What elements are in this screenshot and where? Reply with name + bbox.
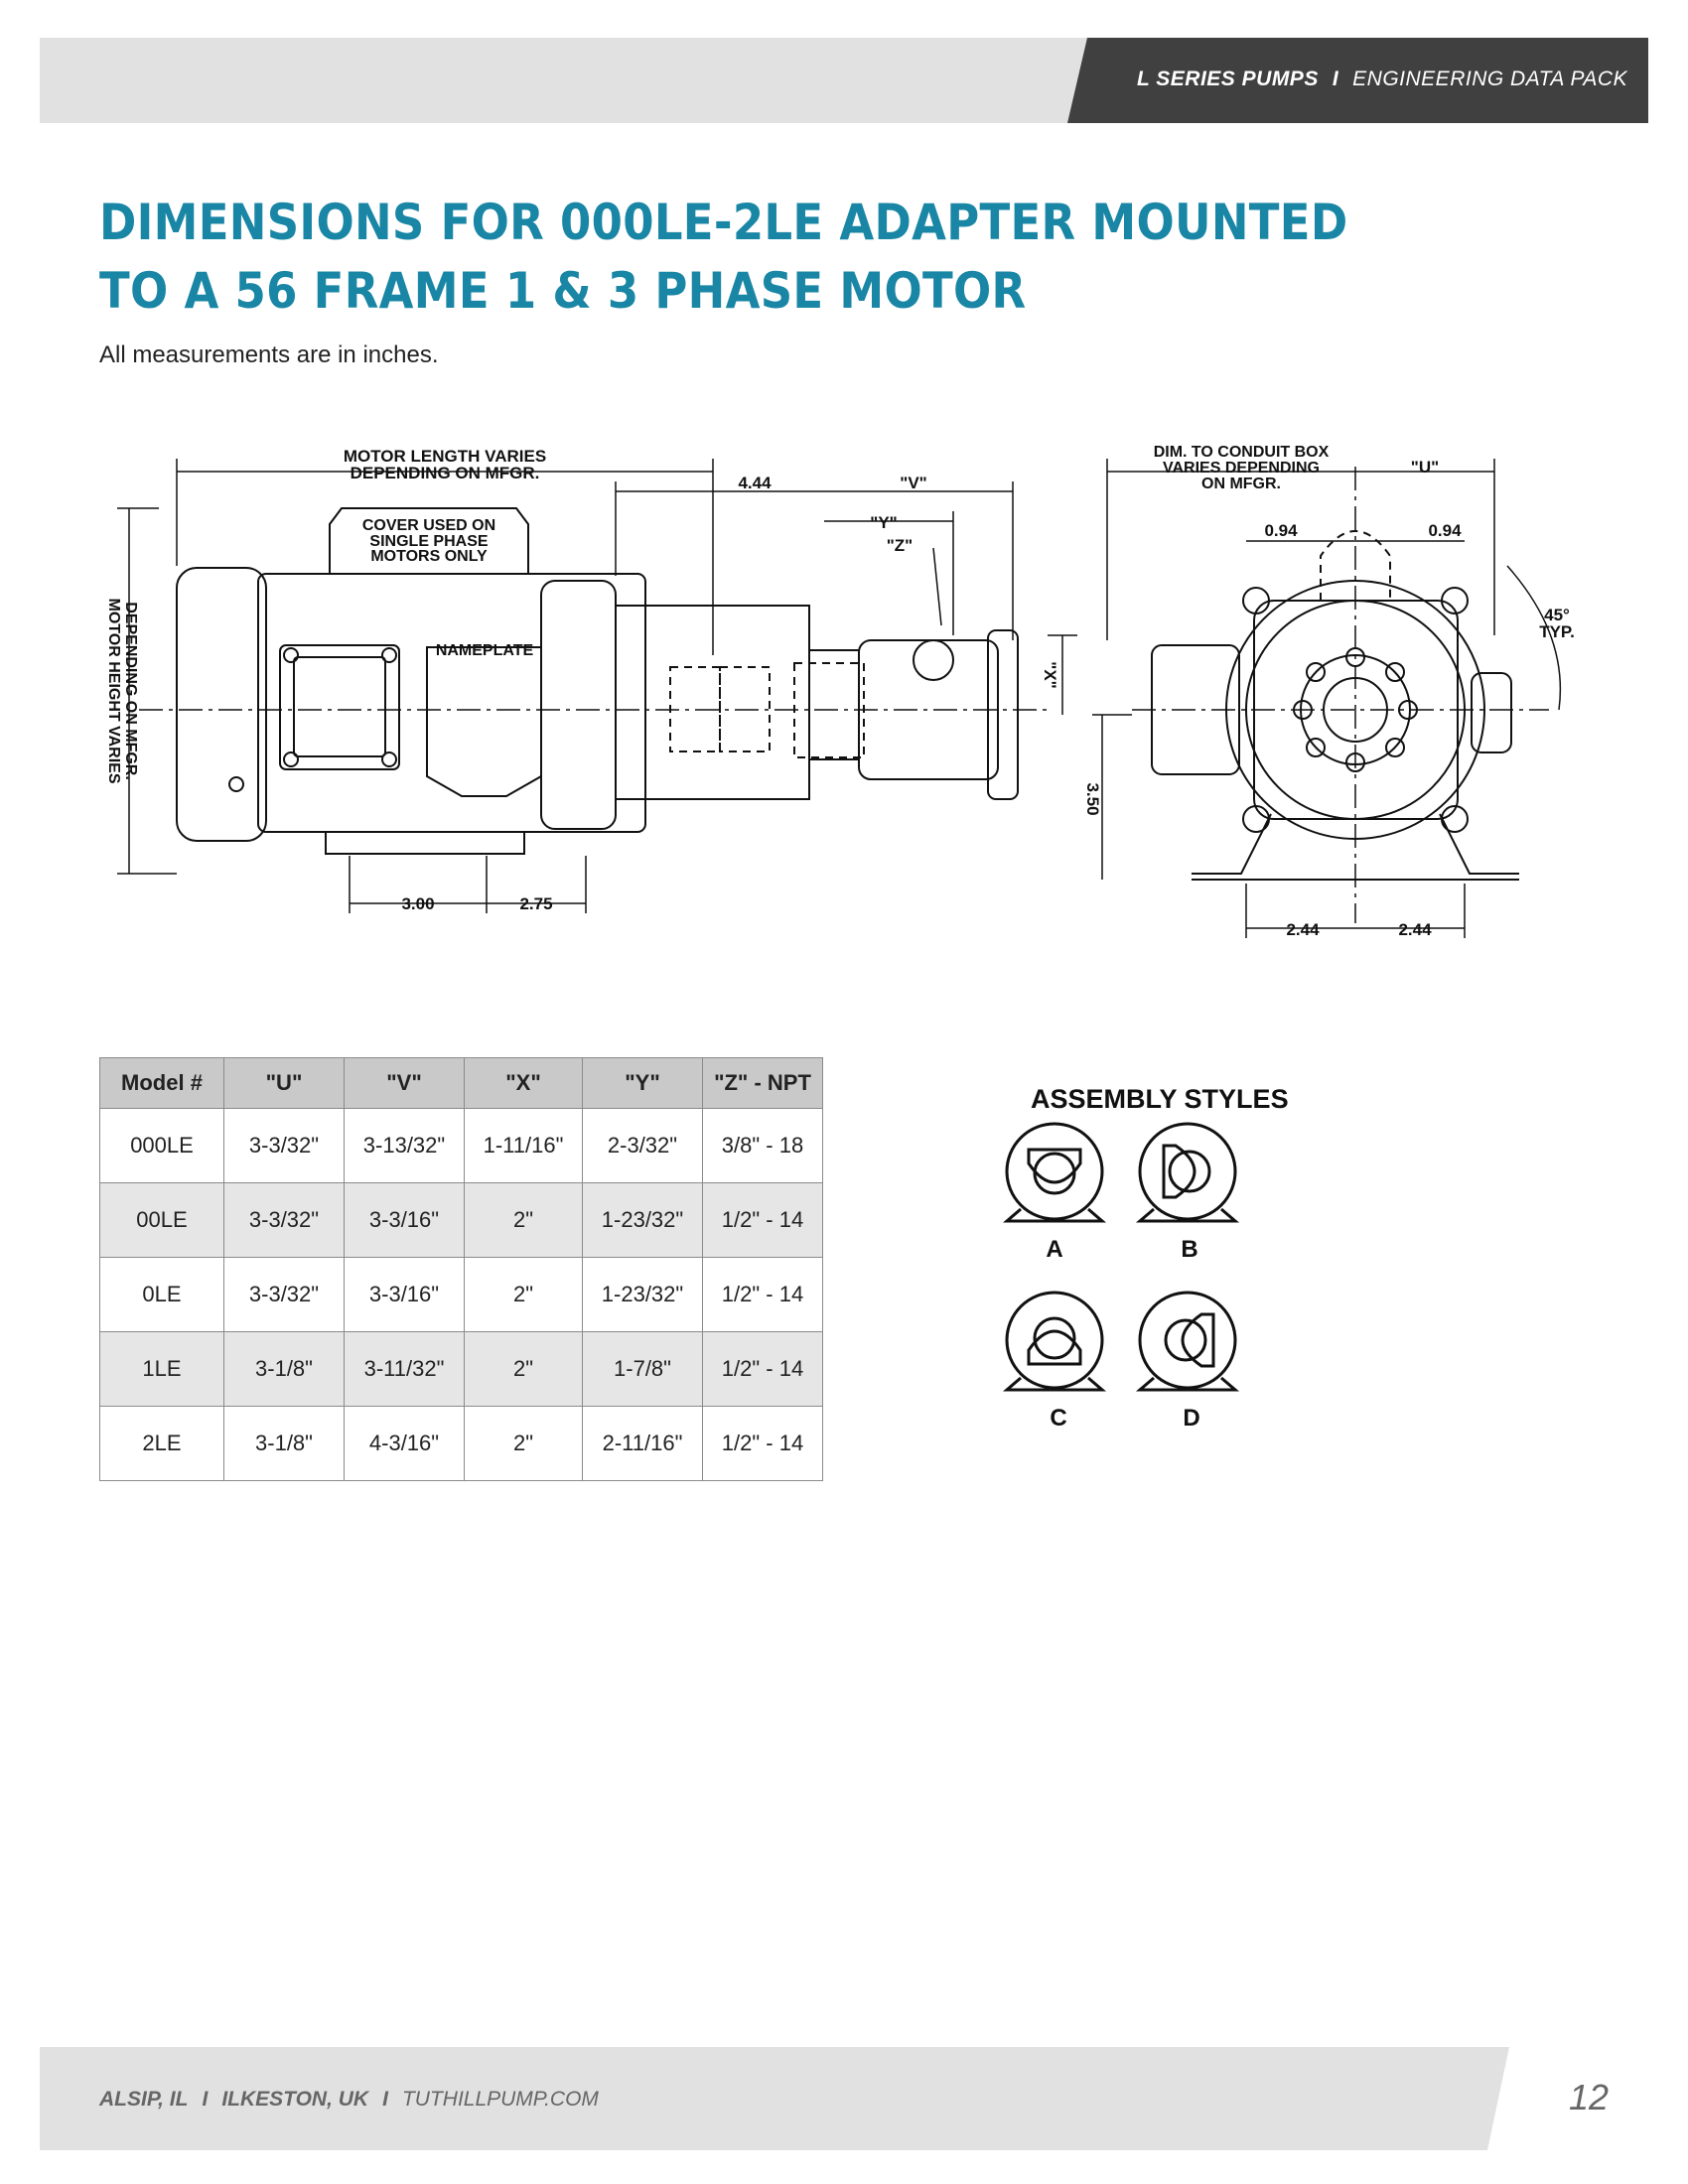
footer-band [40, 2047, 1509, 2150]
cell-x: 2" [464, 1182, 583, 1258]
table-row: 00LE 3-3/32" 3-3/16" 2" 1-23/32" 1/2" - … [99, 1182, 823, 1258]
page-title: DIMENSIONS FOR 000LE-2LE ADAPTER MOUNTED… [99, 189, 1348, 326]
dim-z: "Z" [887, 536, 914, 555]
cover-label-2: SINGLE PHASE [369, 533, 488, 550]
footer-separator: I [202, 2088, 209, 2111]
motor-height-label-2: DEPENDING ON MFGR. [122, 602, 139, 780]
assembly-styles-diagram: A B C D [1003, 1122, 1240, 1432]
conduit-label-3: ON MFGR. [1201, 476, 1281, 492]
cell-z-npt: 1/2" - 14 [702, 1406, 823, 1481]
header-dark-tab [1067, 38, 1648, 123]
assembly-label-d: D [1183, 1405, 1199, 1432]
col-header-y: "Y" [582, 1057, 703, 1109]
cell-model: 1LE [99, 1331, 224, 1407]
assembly-styles-title: ASSEMBLY STYLES [1031, 1084, 1289, 1114]
cell-x: 2" [464, 1406, 583, 1481]
cell-y: 1-7/8" [582, 1331, 703, 1407]
assembly-label-a: A [1046, 1236, 1062, 1263]
cell-v: 3-3/16" [344, 1257, 465, 1332]
table-row: 2LE 3-1/8" 4-3/16" 2" 2-11/16" 1/2" - 14 [99, 1406, 823, 1481]
assembly-style-d-icon [1135, 1291, 1240, 1392]
cover-label-3: MOTORS ONLY [370, 548, 488, 565]
page-number: 12 [1569, 2077, 1610, 2117]
cell-u: 3-1/8" [223, 1406, 345, 1481]
table-row: 000LE 3-3/32" 3-13/32" 1-11/16" 2-3/32" … [99, 1108, 823, 1183]
col-header-x: "X" [464, 1057, 583, 1109]
footer-separator: I [382, 2088, 388, 2111]
nameplate-label: NAMEPLATE [436, 642, 534, 659]
conduit-label-1: DIM. TO CONDUIT BOX [1154, 444, 1330, 461]
page-title-line1: DIMENSIONS FOR 000LE-2LE ADAPTER MOUNTED [99, 194, 1348, 251]
motor-length-label-1: MOTOR LENGTH VARIES [344, 447, 546, 466]
assembly-style-a-icon [1003, 1122, 1107, 1223]
cell-z-npt: 3/8" - 18 [702, 1108, 823, 1183]
cell-v: 3-3/16" [344, 1182, 465, 1258]
header-section: ENGINEERING DATA PACK [1352, 68, 1628, 90]
dim-4-44: 4.44 [738, 474, 772, 492]
dim-2-44-right: 2.44 [1398, 920, 1432, 939]
conduit-label-2: VARIES DEPENDING [1163, 460, 1320, 477]
cover-label-1: COVER USED ON [362, 517, 495, 534]
assembly-label-b: B [1181, 1236, 1197, 1263]
cell-model: 000LE [99, 1108, 224, 1183]
cell-model: 00LE [99, 1182, 224, 1258]
dim-2-75: 2.75 [519, 894, 552, 913]
table-row: 1LE 3-1/8" 3-11/32" 2" 1-7/8" 1/2" - 14 [99, 1331, 823, 1407]
header-text: L SERIES PUMPS I ENGINEERING DATA PACK [1137, 68, 1627, 91]
col-header-z-npt: "Z" - NPT [702, 1057, 823, 1109]
cell-z-npt: 1/2" - 14 [702, 1182, 823, 1258]
footer-location-ilkeston: ILKESTON, UK [221, 2088, 369, 2111]
footer-text: ALSIP, IL I ILKESTON, UK I TUTHILLPUMP.COM [99, 2088, 599, 2112]
dimensions-table: Model # "U" "V" "X" "Y" "Z" - NPT 000LE … [99, 1057, 823, 1481]
cell-model: 2LE [99, 1406, 224, 1481]
table-header-row: Model # "U" "V" "X" "Y" "Z" - NPT [99, 1057, 823, 1109]
dim-u: "U" [1411, 458, 1439, 477]
dim-2-44-left: 2.44 [1286, 920, 1320, 939]
col-header-u: "U" [223, 1057, 345, 1109]
dim-3-50: 3.50 [1083, 782, 1102, 815]
angle-label-2: TYP. [1539, 622, 1575, 641]
cell-x: 1-11/16" [464, 1108, 583, 1183]
cell-v: 4-3/16" [344, 1406, 465, 1481]
cell-x: 2" [464, 1331, 583, 1407]
assembly-style-b-icon [1135, 1122, 1240, 1223]
cell-u: 3-1/8" [223, 1331, 345, 1407]
cell-u: 3-3/32" [223, 1108, 345, 1183]
footer-location-alsip: ALSIP, IL [99, 2088, 189, 2111]
motor-height-label-1: MOTOR HEIGHT VARIES [105, 599, 122, 784]
header-series: L SERIES PUMPS [1137, 68, 1319, 90]
angle-label-1: 45° [1544, 606, 1570, 624]
cell-y: 1-23/32" [582, 1257, 703, 1332]
page-subtitle: All measurements are in inches. [99, 341, 439, 368]
dim-y: "Y" [870, 513, 897, 532]
cell-v: 3-11/32" [344, 1331, 465, 1407]
col-header-v: "V" [344, 1057, 465, 1109]
cell-x: 2" [464, 1257, 583, 1332]
cell-z-npt: 1/2" - 14 [702, 1257, 823, 1332]
header-separator: I [1332, 68, 1339, 90]
cell-v: 3-13/32" [344, 1108, 465, 1183]
dim-x: "X" [1041, 661, 1059, 688]
assembly-style-c-icon [1003, 1291, 1107, 1392]
dim-v: "V" [900, 474, 926, 492]
dim-3-00: 3.00 [401, 894, 434, 913]
footer-url: TUTHILLPUMP.COM [401, 2088, 599, 2111]
cell-y: 2-11/16" [582, 1406, 703, 1481]
dim-0-94-left: 0.94 [1264, 521, 1298, 540]
page-title-line2: TO A 56 FRAME 1 & 3 PHASE MOTOR [99, 262, 1027, 320]
cell-y: 2-3/32" [582, 1108, 703, 1183]
assembly-label-c: C [1050, 1405, 1066, 1432]
cell-model: 0LE [99, 1257, 224, 1332]
cell-u: 3-3/32" [223, 1182, 345, 1258]
cell-u: 3-3/32" [223, 1257, 345, 1332]
col-header-model: Model # [99, 1057, 224, 1109]
motor-length-label-2: DEPENDING ON MFGR. [351, 464, 540, 482]
cell-y: 1-23/32" [582, 1182, 703, 1258]
dim-0-94-right: 0.94 [1428, 521, 1462, 540]
cell-z-npt: 1/2" - 14 [702, 1331, 823, 1407]
table-row: 0LE 3-3/32" 3-3/16" 2" 1-23/32" 1/2" - 1… [99, 1257, 823, 1332]
dimension-drawing: MOTOR LENGTH VARIES DEPENDING ON MFGR. C… [105, 444, 1575, 939]
